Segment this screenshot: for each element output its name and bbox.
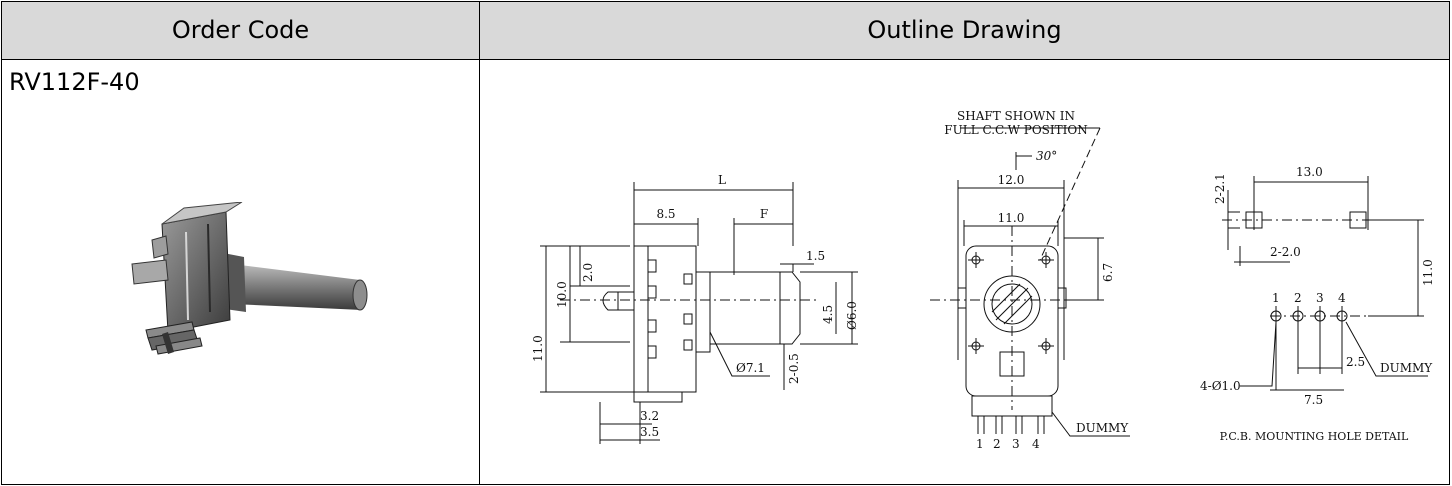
pcb-pin-4: 4 (1338, 291, 1346, 305)
dim-7-5: 7.5 (1304, 393, 1323, 407)
shaft-note-line2: FULL C.C.W POSITION (944, 123, 1087, 137)
front-pin-2: 2 (993, 437, 1001, 451)
dim-11-0-front: 11.0 (998, 211, 1025, 225)
dim-3-2: 3.2 (640, 409, 659, 423)
dim-F: F (760, 207, 768, 221)
dim-2-2-0: 2-2.0 (1270, 245, 1301, 259)
dim-L: L (718, 173, 726, 187)
dim-3-5: 3.5 (640, 425, 659, 439)
dim-11-0-pcb: 11.0 (1421, 259, 1435, 286)
dim-7-1: Ø7.1 (736, 361, 765, 375)
front-dummy-label: DUMMY (1076, 421, 1129, 435)
dim-6-0: Ø6.0 (845, 301, 859, 330)
dim-8-5: 8.5 (656, 207, 675, 221)
order-code-header: Order Code (171, 16, 310, 44)
pcb-dummy-label: DUMMY (1380, 361, 1433, 375)
pcb-detail-caption: P.C.B. MOUNTING HOLE DETAIL (1220, 430, 1409, 443)
dim-2-0-5: 2-0.5 (787, 353, 801, 384)
dim-30-deg: 30° (1036, 149, 1057, 163)
dim-12-0: 12.0 (998, 173, 1025, 187)
dim-11-0: 11.0 (531, 335, 545, 362)
dim-10-0: 10.0 (555, 281, 569, 308)
front-pin-3: 3 (1012, 437, 1020, 451)
order-code-value: RV112F-40 (9, 68, 140, 96)
potentiometer-photo (131, 202, 368, 355)
outline-drawing: L 8.5 F 1.5 2.0 10.0 11.0 4.5 Ø6.0 2-0.5… (531, 109, 1435, 451)
dim-2-2-1: 2-2.1 (1213, 173, 1227, 204)
pcb-pin-2: 2 (1294, 291, 1302, 305)
outline-drawing-header: Outline Drawing (867, 16, 1062, 44)
table-header-row: Order Code Outline Drawing (2, 2, 1449, 60)
dim-1-5: 1.5 (806, 249, 825, 263)
column-divider (479, 2, 480, 484)
front-pin-1: 1 (976, 437, 984, 451)
pcb-pin-1: 1 (1272, 291, 1280, 305)
dim-6-7: 6.7 (1101, 263, 1115, 282)
dim-2-5: 2.5 (1346, 355, 1365, 369)
dim-2-0: 2.0 (581, 263, 595, 282)
shaft-note-line1: SHAFT SHOWN IN (957, 109, 1075, 123)
dim-4-d1-0: 4-Ø1.0 (1200, 379, 1241, 393)
dim-4-5: 4.5 (821, 305, 835, 324)
front-pin-4: 4 (1032, 437, 1040, 451)
dim-13-0: 13.0 (1296, 165, 1323, 179)
pcb-pin-3: 3 (1316, 291, 1324, 305)
